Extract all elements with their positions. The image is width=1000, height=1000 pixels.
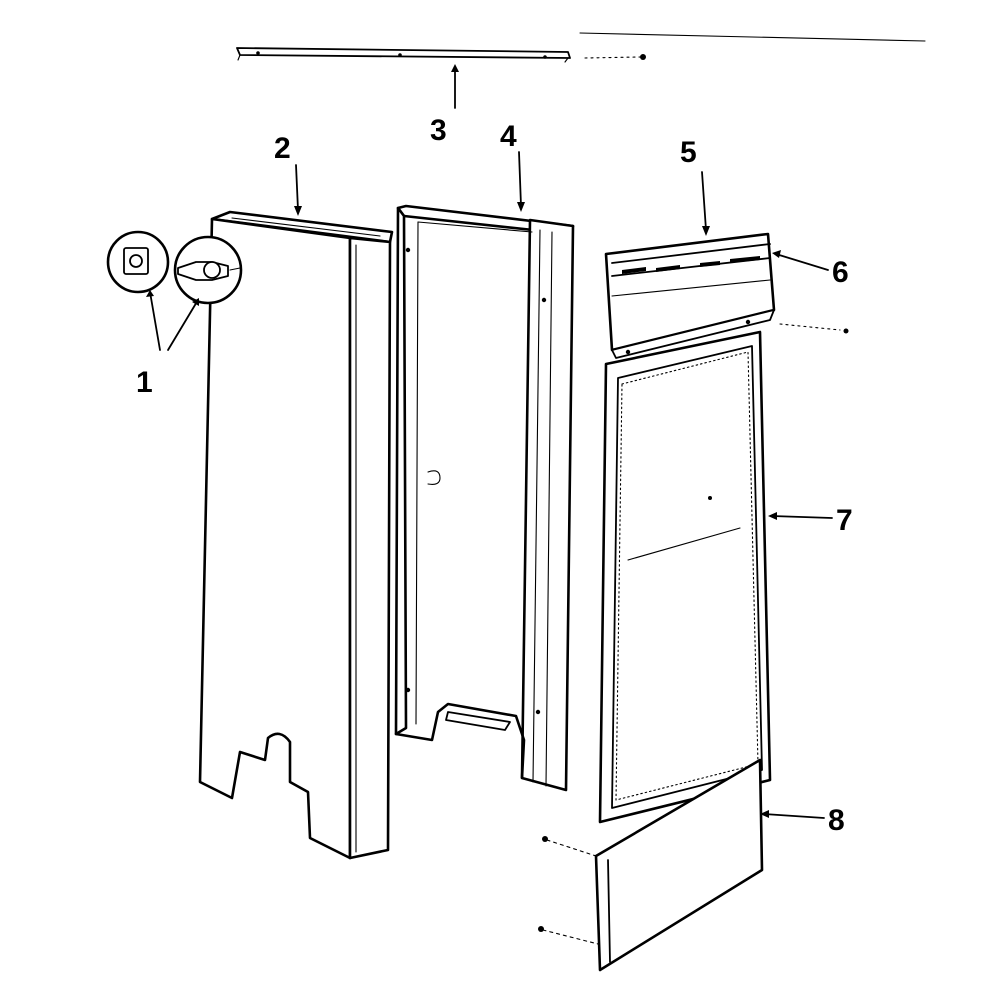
callout-8: 8 [828,804,845,837]
callout-7: 7 [836,504,853,537]
part-3-top-trim [236,47,646,63]
part-7-main-door [598,330,772,824]
part-2-side-panel [198,210,394,860]
part-1-detail-bubbles [106,230,243,351]
part-8-kick-panel [538,758,764,972]
leader-lines [294,64,833,819]
callout-5: 5 [680,136,697,169]
part-5-6-upper-door [604,232,849,359]
part-4-rear-frame [394,204,575,792]
callout-2: 2 [274,132,291,165]
callout-4: 4 [500,120,517,153]
callout-3: 3 [430,114,447,147]
callout-labels: 1 2 3 4 5 6 7 8 [136,114,853,837]
callout-6: 6 [832,256,849,289]
background-lines [579,32,926,42]
callout-1: 1 [136,366,153,399]
